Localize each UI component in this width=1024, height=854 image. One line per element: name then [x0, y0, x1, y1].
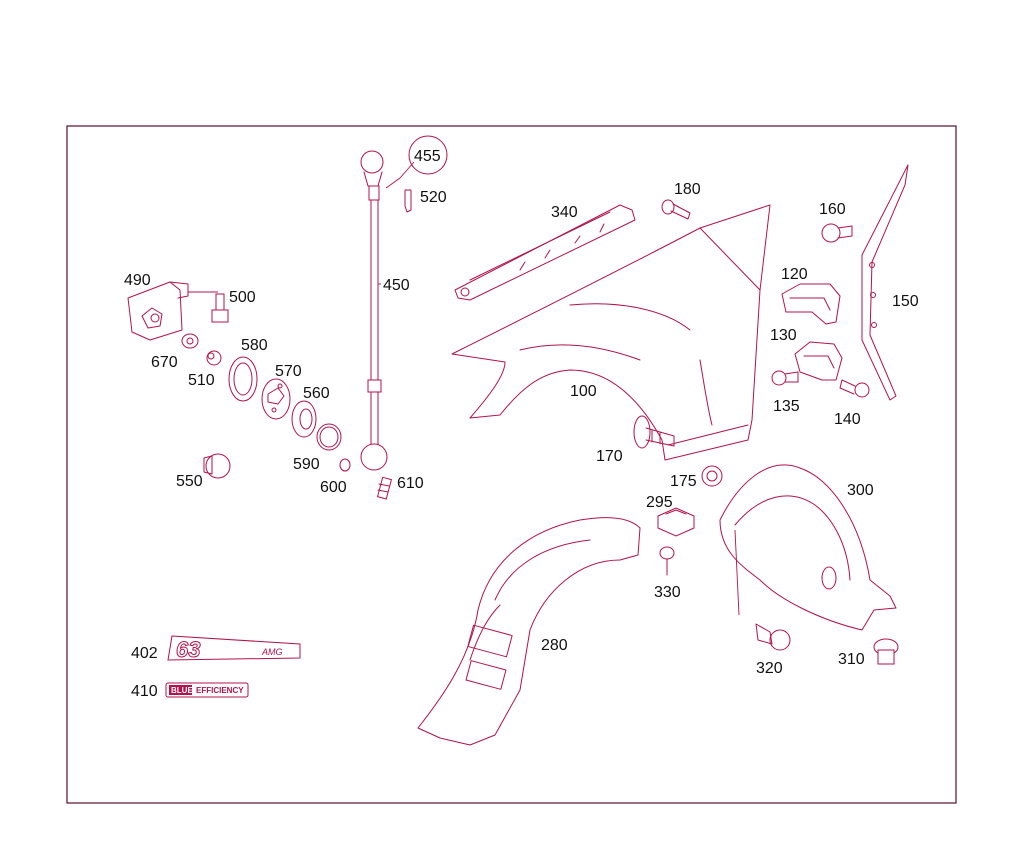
callout-520: 520 [420, 189, 447, 206]
callout-130: 130 [770, 327, 797, 344]
part-130-bracket [794, 341, 843, 381]
part-610-nut [376, 476, 393, 500]
part-160-clip [821, 223, 853, 243]
part-500-bolt [211, 293, 229, 323]
callout-135: 135 [773, 398, 800, 415]
part-330-screw [659, 546, 675, 576]
part-580-seal [228, 356, 258, 402]
part-600-washer [339, 458, 351, 472]
callout-120: 120 [781, 266, 808, 283]
diagram-frame [66, 125, 957, 804]
callout-295: 295 [646, 494, 673, 511]
part-670-washer [181, 333, 199, 349]
part-310-plug [873, 638, 899, 665]
callout-490: 490 [124, 272, 151, 289]
part-455-mast-tip [360, 150, 384, 201]
callout-455: 455 [414, 148, 441, 165]
part-180-bolt [661, 199, 691, 220]
badge-402-text: AMG [261, 647, 283, 657]
callout-510: 510 [188, 372, 215, 389]
part-490-bracket [127, 281, 218, 341]
callout-140: 140 [834, 411, 861, 428]
callout-670: 670 [151, 354, 178, 371]
leader-455 [385, 161, 415, 189]
callout-300: 300 [847, 482, 874, 499]
callout-100: 100 [570, 383, 597, 400]
callout-560: 560 [303, 385, 330, 402]
part-590-oring [316, 423, 342, 451]
badge-402-number: 63 [176, 637, 200, 662]
part-570-plate [261, 378, 291, 420]
callout-600: 600 [320, 479, 347, 496]
part-560-grommet [291, 400, 317, 438]
callout-ring-455 [408, 135, 448, 175]
part-340-rail [454, 204, 636, 301]
part-450-mast-rod [360, 199, 388, 471]
callout-160: 160 [819, 201, 846, 218]
part-550-plug [203, 453, 231, 479]
callout-175: 175 [670, 473, 697, 490]
callout-570: 570 [275, 363, 302, 380]
part-150-strip [861, 164, 909, 401]
part-140-screw [839, 379, 870, 398]
callout-340: 340 [551, 204, 578, 221]
callout-410: 410 [131, 683, 158, 700]
part-175-nut [701, 465, 723, 487]
callout-500: 500 [229, 289, 256, 306]
callout-150: 150 [892, 293, 919, 310]
badge-402-amg: 63 AMG [167, 635, 301, 663]
callout-280: 280 [541, 637, 568, 654]
part-520-clip [404, 189, 412, 213]
part-100-fender [451, 204, 771, 461]
callout-180: 180 [674, 181, 701, 198]
callout-610: 610 [397, 475, 424, 492]
callout-310: 310 [838, 651, 865, 668]
callout-580: 580 [241, 337, 268, 354]
part-135-screw [771, 370, 799, 386]
callout-320: 320 [756, 660, 783, 677]
badge-410-blue-efficiency: BLUE EFFICIENCY [165, 682, 249, 698]
part-280-liner [417, 517, 641, 746]
callout-450: 450 [383, 277, 410, 294]
callout-170: 170 [596, 448, 623, 465]
part-170-stud [633, 415, 675, 449]
part-320-pushpin [755, 623, 791, 651]
callout-330: 330 [654, 584, 681, 601]
part-295-clip [657, 507, 695, 537]
part-300-liner [719, 464, 897, 631]
callout-402: 402 [131, 645, 158, 662]
callout-550: 550 [176, 473, 203, 490]
badge-410-efficiency: EFFICIENCY [196, 686, 244, 695]
part-510-spacer [206, 350, 222, 366]
badge-410-blue: BLUE [171, 686, 193, 695]
callout-590: 590 [293, 456, 320, 473]
part-120-bracket [781, 283, 841, 325]
